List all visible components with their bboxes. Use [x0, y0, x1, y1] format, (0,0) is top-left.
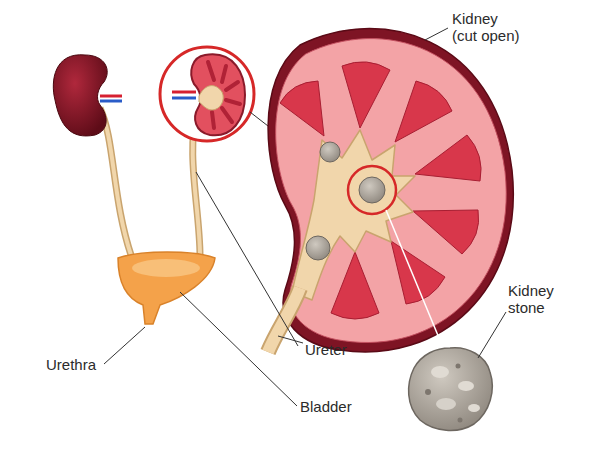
pyramid — [331, 252, 379, 319]
pyramid — [391, 241, 445, 304]
zoom-circle — [160, 47, 254, 141]
small-stone — [320, 142, 340, 162]
renal-pelvis — [292, 130, 415, 300]
part-label: Kidney stone — [508, 282, 554, 316]
zoom-line — [386, 210, 444, 350]
pyramid — [415, 135, 481, 181]
pyramid — [413, 210, 479, 254]
part-label: Urethra — [46, 356, 96, 373]
renal-artery — [100, 95, 122, 98]
kidney-small-cut — [191, 54, 245, 135]
part-label: Kidney (cut open) — [452, 10, 522, 44]
stone-texture — [425, 389, 431, 395]
bladder-shape — [118, 252, 215, 324]
leader-line — [180, 292, 297, 406]
kidney-cortex — [276, 39, 507, 343]
ureter-outline — [100, 108, 132, 258]
leader-line — [478, 312, 506, 358]
leader-line — [278, 336, 303, 343]
stone-circle — [348, 166, 396, 214]
kidney-stone-large — [409, 348, 493, 431]
pyramid — [280, 81, 324, 136]
renal-vein — [100, 100, 122, 103]
stone-texture — [436, 398, 456, 410]
leader-line — [196, 172, 298, 346]
stone-texture — [458, 381, 474, 391]
bladder-highlight — [132, 259, 200, 277]
small-stone — [359, 177, 385, 203]
stone-texture — [468, 404, 480, 412]
small-stone — [306, 236, 330, 260]
kidney-small — [53, 55, 107, 136]
renal-vein — [172, 97, 196, 100]
part-label: Bladder — [300, 398, 352, 415]
pyramid — [395, 81, 452, 142]
renal-pyramids — [280, 62, 481, 319]
ureter-tube — [268, 288, 300, 352]
leader-line — [425, 28, 448, 40]
renal-artery — [172, 91, 196, 94]
leader-line — [104, 327, 145, 364]
ureter-tube — [100, 108, 132, 258]
stone-texture — [456, 364, 461, 369]
kidney-capsule — [268, 29, 513, 352]
stone-texture — [431, 366, 449, 378]
ureter-outline — [268, 288, 300, 352]
small-pelvis — [199, 86, 223, 110]
stone-texture — [458, 418, 463, 423]
part-label: Ureter — [305, 341, 347, 358]
leader-lines — [104, 28, 506, 406]
pyramid — [342, 62, 390, 128]
